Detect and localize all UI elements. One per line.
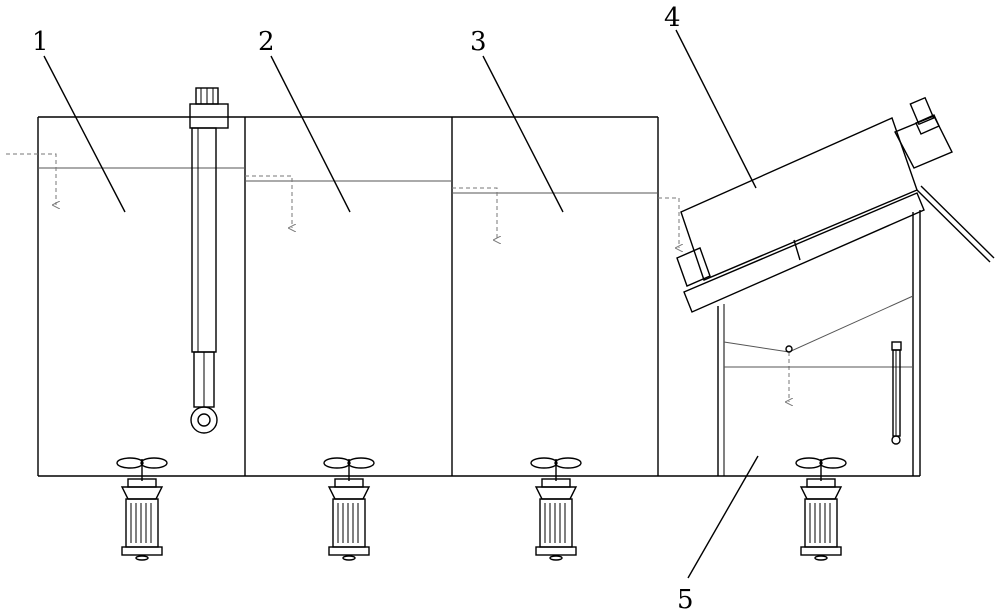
mixer-3 bbox=[530, 457, 582, 561]
screw-press bbox=[676, 96, 995, 313]
label-1: 1 bbox=[32, 27, 49, 57]
label-4: 4 bbox=[664, 3, 681, 33]
sludge-tank bbox=[717, 210, 921, 476]
flow-arrows bbox=[6, 153, 789, 402]
level-gauge bbox=[891, 341, 902, 445]
leader-lines bbox=[43, 29, 759, 579]
water-levels bbox=[38, 167, 658, 194]
label-3: 3 bbox=[470, 27, 487, 57]
label-2: 2 bbox=[258, 27, 275, 57]
tank-outline bbox=[37, 116, 920, 477]
mixer-1 bbox=[116, 457, 168, 561]
mixer-2 bbox=[323, 457, 375, 561]
mixer-5 bbox=[795, 457, 847, 561]
vertical-pipe bbox=[189, 87, 229, 434]
label-5: 5 bbox=[677, 585, 694, 615]
